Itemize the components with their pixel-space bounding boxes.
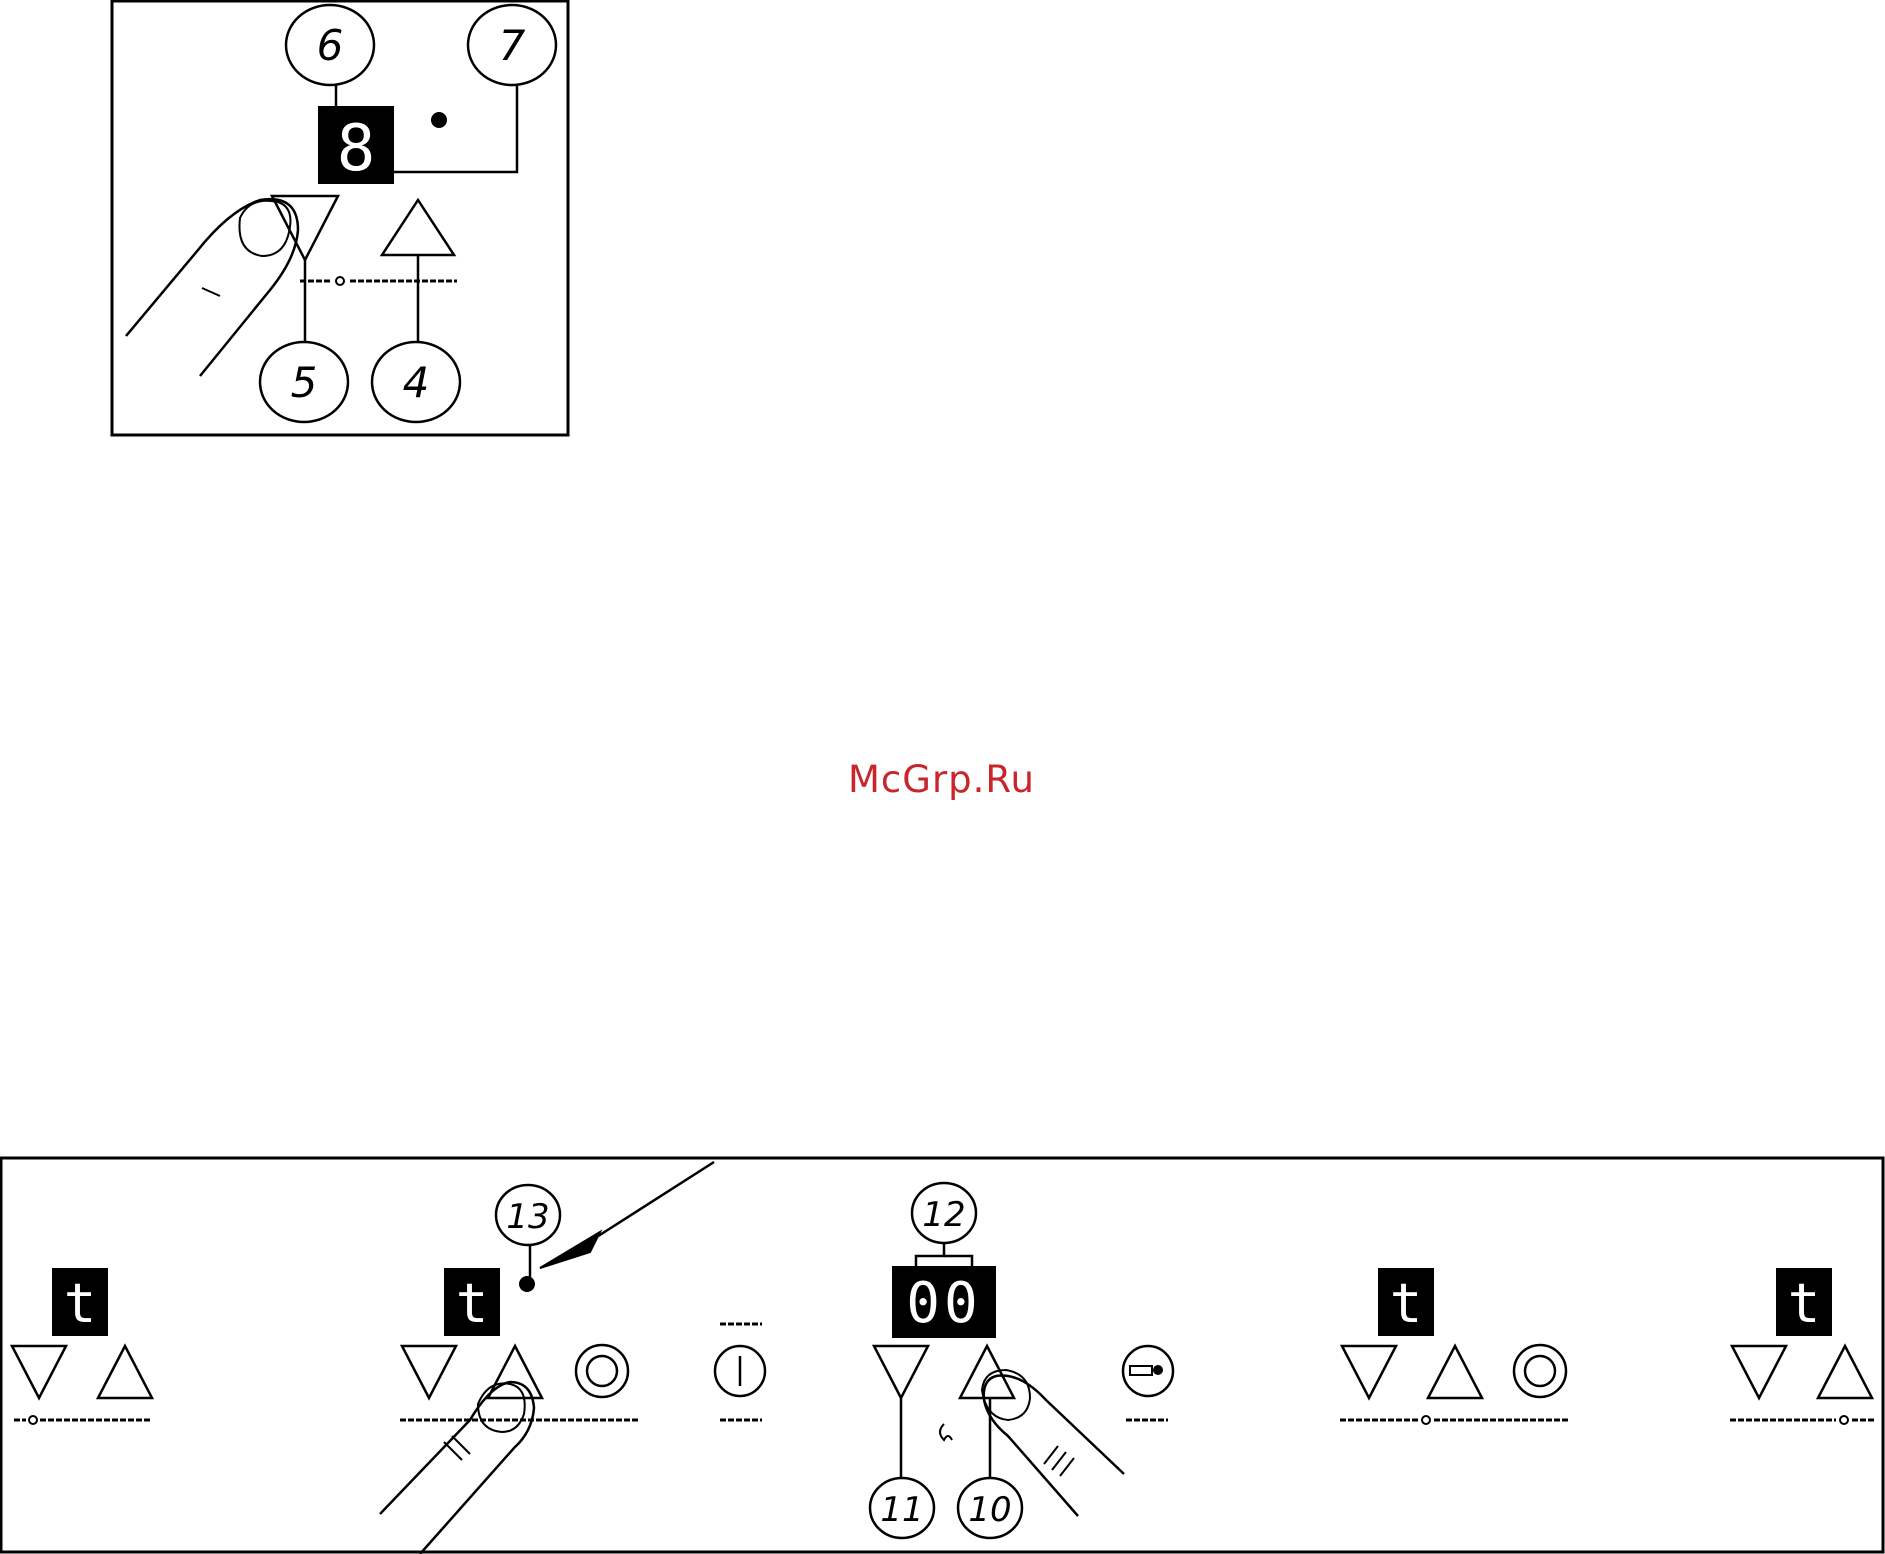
zone-4-up-triangle-icon[interactable]: [1818, 1346, 1872, 1398]
zone-3-display-text: t: [1390, 1272, 1423, 1335]
zone-1-controls: t: [12, 1268, 152, 1424]
power-button[interactable]: [715, 1324, 765, 1420]
zone-2-dual-circuit-icon[interactable]: [576, 1345, 628, 1397]
finger-icon: [126, 199, 298, 376]
zone-3-dual-circuit-icon[interactable]: [1514, 1345, 1566, 1397]
callout-11-label: 11: [880, 1490, 923, 1530]
callout-13: 13: [496, 1162, 714, 1277]
slider-position-dot: [336, 277, 344, 285]
callout-6: 6: [286, 5, 374, 110]
timer-display-text: 00: [906, 1271, 981, 1336]
timer-up-triangle-icon[interactable]: [960, 1346, 1014, 1398]
zone-2-up-triangle-icon[interactable]: [488, 1346, 542, 1398]
callout-5-label: 5: [291, 358, 318, 407]
timer-clock-icon: [940, 1424, 952, 1440]
zone-1-display-text: t: [64, 1272, 97, 1335]
callout-13-label: 13: [506, 1197, 549, 1237]
timer-down-triangle-icon[interactable]: [874, 1346, 928, 1398]
bottom-figure: t t 13: [1, 1158, 1883, 1554]
indicator-dot: [431, 112, 447, 128]
increase-triangle-icon[interactable]: [382, 200, 454, 255]
callout-5: 5: [260, 342, 348, 422]
callout-11: 11: [870, 1478, 934, 1538]
callout-12: 12: [912, 1183, 976, 1268]
zone-2-display-text: t: [456, 1272, 489, 1335]
callout-10: 10: [958, 1478, 1022, 1538]
callout-4: 4: [372, 342, 460, 422]
timer-controls: 12 00 11 10: [870, 1183, 1124, 1538]
zone-2-down-triangle-icon[interactable]: [402, 1346, 456, 1398]
callout-6-label: 6: [317, 21, 344, 70]
callout-12-label: 12: [922, 1195, 965, 1235]
decrease-triangle-icon[interactable]: [272, 196, 338, 260]
display-digit: 8: [337, 112, 376, 186]
zone-1-slider-dot: [29, 1416, 37, 1424]
zone-2-controls: t: [400, 1268, 640, 1420]
top-figure: 6 7 8: [112, 1, 568, 435]
callout-7-label: 7: [499, 21, 526, 70]
zone-4-down-triangle-icon[interactable]: [1732, 1346, 1786, 1398]
zone-3-controls: t: [1340, 1268, 1570, 1424]
zone-3-up-triangle-icon[interactable]: [1428, 1346, 1482, 1398]
zone-3-slider-dot: [1422, 1416, 1430, 1424]
zone-1-down-triangle-icon[interactable]: [12, 1346, 66, 1398]
callout-7: 7: [393, 5, 556, 172]
zone-4-display-text: t: [1788, 1272, 1821, 1335]
finger-zone-2-icon: [380, 1382, 534, 1554]
zone-1-up-triangle-icon[interactable]: [98, 1346, 152, 1398]
zone-4-slider-dot: [1840, 1416, 1848, 1424]
callout-4-label: 4: [403, 358, 430, 407]
zone-3-down-triangle-icon[interactable]: [1342, 1346, 1396, 1398]
zone-4-controls: t: [1730, 1268, 1874, 1424]
callout-10-label: 10: [968, 1490, 1011, 1530]
zone-2-indicator-dot: [519, 1276, 535, 1292]
power-level-display: 8: [318, 106, 394, 186]
lock-button[interactable]: [1123, 1346, 1173, 1420]
watermark: McGrp.Ru: [848, 758, 1035, 801]
